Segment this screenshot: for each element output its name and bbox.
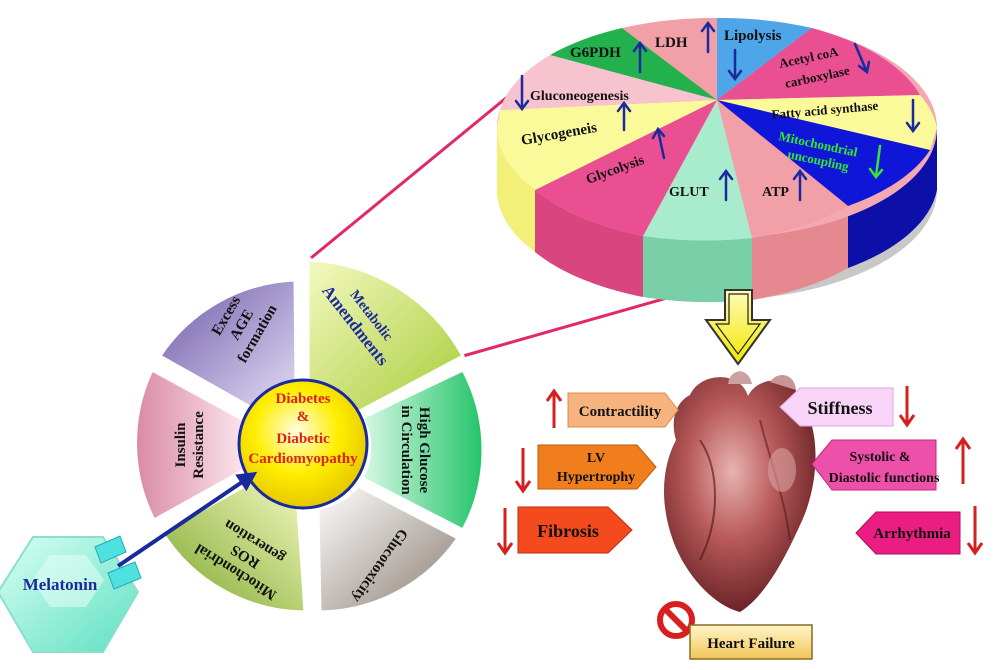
wall-dark-blue <box>848 128 937 268</box>
wedge-lipolysis <box>717 17 812 100</box>
wall-yellow <box>496 128 535 252</box>
wedge-g6pdh <box>550 28 717 100</box>
seg-insulin-2: Resistance <box>191 411 207 479</box>
zoom-line-top <box>310 78 529 260</box>
wedge-gluconeo <box>500 55 717 110</box>
up-arrow-icon <box>545 388 563 428</box>
wedge-acetyl <box>717 28 920 100</box>
melatonin-arrow <box>116 471 258 568</box>
down-arrow-icon <box>966 506 984 556</box>
wedge-atp <box>717 100 848 238</box>
metabolic-pie: LDH Lipolysis Acetyl coA carboxylase Fat… <box>496 17 937 303</box>
melatonin-label: Melatonin <box>23 575 98 594</box>
effect-arrhythmia: Arrhythmia <box>855 511 961 555</box>
up-arrow-icon <box>632 40 648 74</box>
wedge-glycogenesis <box>496 100 717 190</box>
up-arrow-icon <box>792 168 808 202</box>
cause-wheel: Diabetes & Diabetic Cardiomyopathy Metab… <box>134 258 485 614</box>
effect-stiffness: Stiffness <box>779 387 894 427</box>
up-arrow-icon <box>651 126 666 160</box>
center-line-4: Cardiomyopathy <box>248 451 358 467</box>
label-gluconeo: Gluconeogenesis <box>530 89 629 104</box>
effect-contractility: Contractility <box>567 392 679 428</box>
label-lipolysis: Lipolysis <box>724 28 782 44</box>
down-arrow-icon <box>905 98 921 134</box>
connector-block <box>107 561 142 590</box>
down-arrow-icon <box>727 48 743 82</box>
effect-fibrosis: Fibrosis <box>517 506 633 554</box>
stiffness-label: Stiffness <box>807 398 872 418</box>
center-line-2: & <box>297 409 310 425</box>
wedge-mito-uncoupling <box>717 100 930 206</box>
segment-glucotoxicity <box>316 484 461 614</box>
systolic-label-1: Systolic & <box>849 450 910 465</box>
up-arrow-icon <box>718 168 734 202</box>
center-line-1: Diabetes <box>276 391 331 407</box>
effect-lv-hypertrophy: LV Hypertrophy <box>537 444 657 490</box>
up-arrow-icon <box>954 436 972 484</box>
melatonin-hexagon: Melatonin <box>0 536 140 653</box>
fibrosis-label: Fibrosis <box>537 521 599 541</box>
wedge-ldh <box>622 17 717 100</box>
pie-arrows <box>514 20 921 202</box>
wedge-fas <box>717 95 937 150</box>
seg-insulin-1: Insulin <box>173 422 189 468</box>
arrhythmia-label: Arrhythmia <box>873 526 951 542</box>
down-arrow-icon <box>898 386 916 428</box>
center-circle <box>237 378 369 510</box>
segment-glucose <box>359 368 485 533</box>
wedge-glycolysis <box>535 100 717 236</box>
up-arrow-icon <box>616 100 632 132</box>
down-arrow-icon <box>496 508 514 556</box>
wall-pink-left <box>535 190 643 297</box>
down-arrow-icon <box>514 448 532 494</box>
wall-salmon <box>752 206 848 300</box>
heart-failure-box: Heart Failure <box>689 624 813 660</box>
seg-glucose-2: in Circulation <box>398 405 414 495</box>
label-glut: GLUT <box>669 185 709 200</box>
wedge-glut <box>643 100 752 241</box>
heart-image <box>664 371 816 612</box>
heart-failure-label: Heart Failure <box>707 636 795 652</box>
lv-label-1: LV <box>587 451 605 466</box>
lv-label-2: Hypertrophy <box>557 470 635 485</box>
connector-block <box>94 535 127 564</box>
label-atp: ATP <box>762 185 789 200</box>
effect-systolic-diastolic: Systolic & Diastolic functions <box>811 439 940 491</box>
wall-mint <box>643 236 752 303</box>
down-arrow-icon <box>514 74 530 112</box>
up-arrow-icon <box>700 20 716 54</box>
contractility-label: Contractility <box>579 404 662 420</box>
down-chevron-arrow-icon <box>704 289 772 366</box>
block-sign-icon <box>657 601 695 639</box>
down-arrow-icon <box>853 42 871 75</box>
seg-glucose-1: High Glucose <box>416 407 432 494</box>
label-g6pdh: G6PDH <box>570 45 621 61</box>
down-arrow-icon <box>868 144 884 179</box>
systolic-label-2: Diastolic functions <box>829 471 940 486</box>
label-ldh: LDH <box>655 35 688 51</box>
center-line-3: Diabetic <box>276 431 330 447</box>
